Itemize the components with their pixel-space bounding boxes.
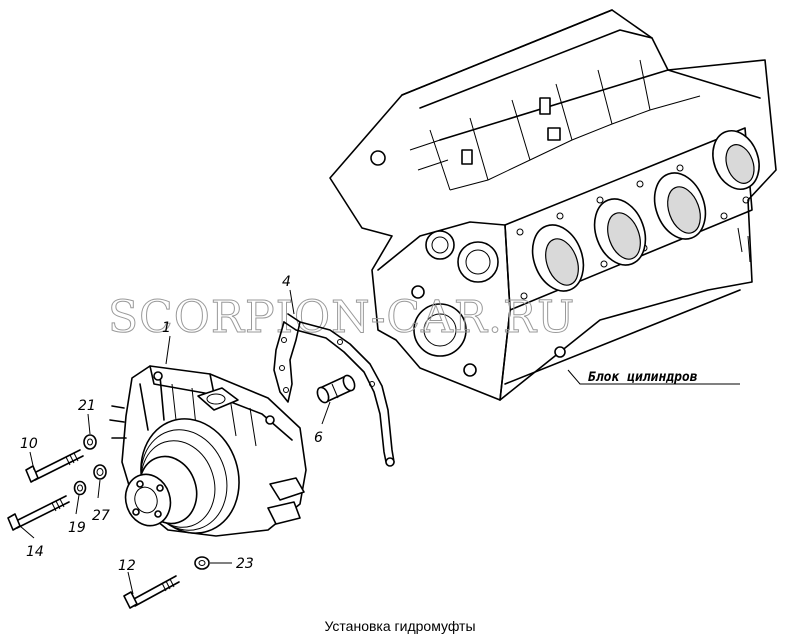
nut-part-23 <box>194 556 210 570</box>
leader-lines <box>19 289 740 595</box>
washer-part-19 <box>73 480 87 496</box>
callout-21: 21 <box>78 398 96 414</box>
bolt-part-14 <box>7 495 70 531</box>
figure-caption: Установка гидромуфты <box>324 618 476 634</box>
callout-6: 6 <box>314 430 323 446</box>
callout-23: 23 <box>236 556 254 572</box>
bolt-part-10 <box>25 449 84 483</box>
bolt-part-12 <box>123 575 180 609</box>
callout-19: 19 <box>68 520 86 536</box>
callout-14: 14 <box>26 544 44 560</box>
callout-12: 12 <box>118 558 136 574</box>
fluid-coupling-housing-part-1 <box>109 365 307 537</box>
cylinder-block <box>329 9 777 401</box>
bushing-part-6 <box>316 374 356 404</box>
callout-27: 27 <box>92 508 110 524</box>
callout-1: 1 <box>162 320 171 336</box>
callout-10: 10 <box>20 436 38 452</box>
watermark-text: SCORPION-CAR.RU <box>108 292 575 343</box>
gasket-part-4 <box>273 313 395 467</box>
block-label: Блок цилиндров <box>588 370 698 385</box>
cylinder-bores <box>531 130 760 292</box>
nut-part-27 <box>93 464 107 480</box>
washer-part-21 <box>83 434 97 450</box>
callout-4: 4 <box>282 274 291 290</box>
